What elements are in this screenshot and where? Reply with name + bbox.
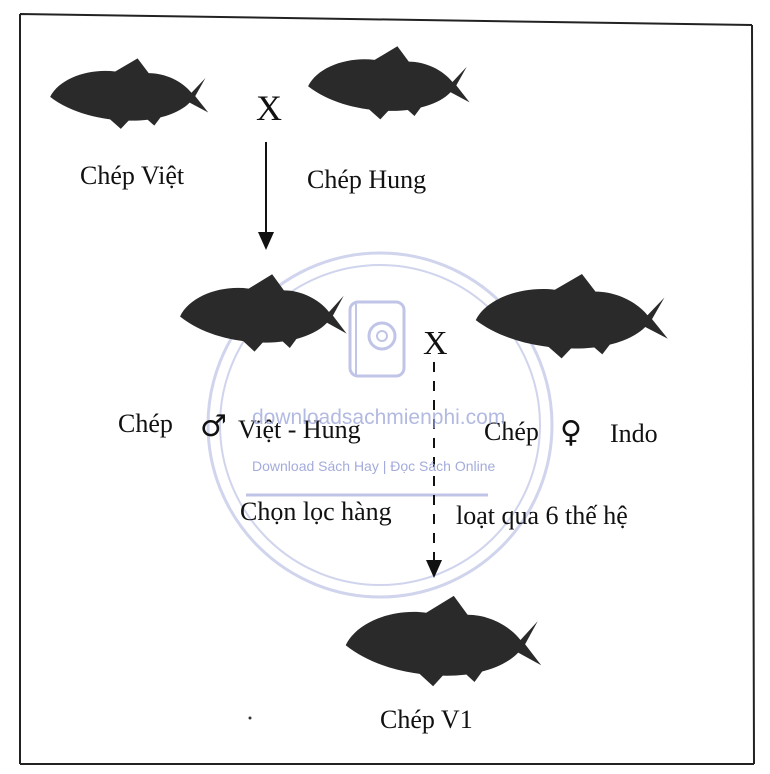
arrowhead-dashed [426, 560, 442, 578]
scan-speck [248, 716, 252, 720]
fish-chep-v1 [345, 595, 542, 687]
female-name: Indo [610, 419, 658, 448]
male-prefix: Chép [118, 409, 173, 438]
frame-border [19, 13, 755, 765]
hybrid-cross-symbol: X [423, 325, 448, 362]
selection-left-text: Chọn lọc hàng [240, 497, 392, 526]
male-symbol: ♂ [200, 409, 227, 444]
fish-chep-indo [475, 274, 668, 359]
book-icon [348, 300, 406, 378]
label-chep-hung: Chép Hung [307, 165, 426, 194]
female-prefix: Chép [484, 417, 539, 446]
watermark-logo [206, 251, 554, 599]
female-symbol: ♀ [560, 415, 582, 450]
male-name: Việt - Hung [238, 415, 361, 444]
selection-right-text: loạt qua 6 thế hệ [456, 501, 628, 530]
label-chep-viet: Chép Việt [80, 161, 185, 190]
watermark-site: downloadsachmienphi.com [252, 406, 505, 429]
fish-chep-viet-hung [180, 274, 347, 352]
label-chep-v1: Chép V1 [380, 705, 473, 734]
fish-chep-hung [308, 46, 470, 120]
fish-chep-viet [50, 58, 209, 129]
parent-cross-symbol: X [256, 88, 282, 128]
watermark-tagline: Download Sách Hay | Đọc Sách Online [252, 458, 496, 474]
arrowhead-solid [258, 232, 274, 250]
